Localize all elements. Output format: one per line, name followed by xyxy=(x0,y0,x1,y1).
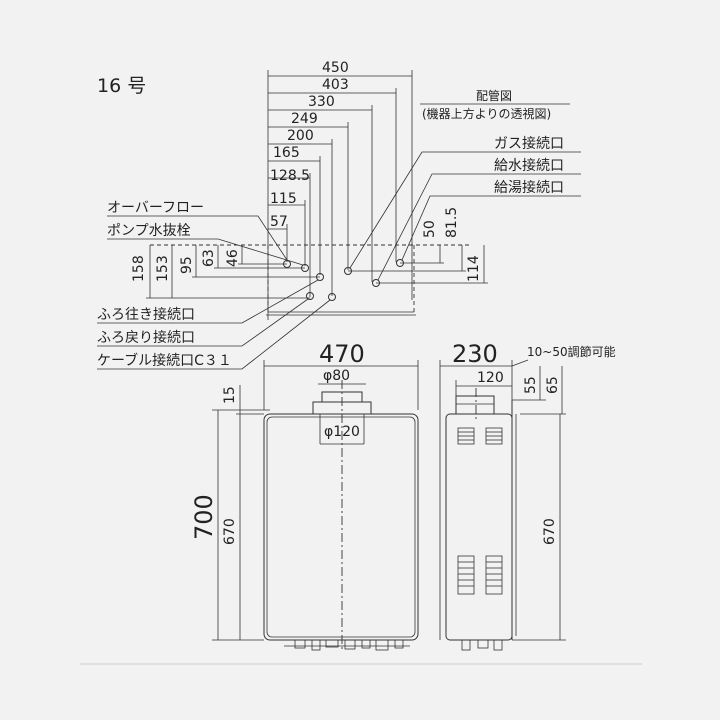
dim-114: 114 xyxy=(466,255,482,282)
bottom-fittings xyxy=(284,639,410,651)
right-labels: ガス接続口 給水接続口 給湯接続口 xyxy=(349,135,581,281)
dim-63: 63 xyxy=(201,249,217,267)
top-dimensions: 450 403 330 249 200 165 128.5 115 xyxy=(268,60,413,300)
front-height-value: 700 xyxy=(190,494,218,540)
dim-249: 249 xyxy=(291,111,318,127)
piping-subtitle: (機器上方よりの透視図) xyxy=(422,106,551,121)
dim-153: 153 xyxy=(155,255,171,282)
dim-81-5: 81.5 xyxy=(444,207,460,238)
side-view: 230 10~50調節可能 120 55 65 xyxy=(439,340,616,651)
side-d55-value: 55 xyxy=(523,376,539,394)
side-body xyxy=(445,413,513,641)
dim-128-5: 128.5 xyxy=(270,168,310,184)
duct-inner-value: φ80 xyxy=(323,368,350,384)
dim-95: 95 xyxy=(179,256,195,274)
side-vents xyxy=(457,427,503,595)
dim-50: 50 xyxy=(422,220,438,238)
right-dimensions: 50 81.5 114 xyxy=(348,207,488,284)
left-dimensions: 158 153 95 63 46 xyxy=(131,245,320,299)
adjust-note: 10~50調節可能 xyxy=(527,344,616,359)
label-cable: ケーブル接続口C３１ xyxy=(97,352,232,369)
dim-115: 115 xyxy=(270,191,297,207)
piping-diagram: 配管図 (機器上方よりの透視図) 450 403 330 249 200 165 xyxy=(97,60,581,370)
dim-200: 200 xyxy=(287,128,314,144)
dim-330: 330 xyxy=(308,94,335,110)
bath-return-port xyxy=(306,292,314,300)
label-bath-return: ふろ戻り接続口 xyxy=(97,329,195,346)
label-gas: ガス接続口 xyxy=(494,135,564,152)
front-view: 470 φ80 φ120 xyxy=(190,340,419,651)
dim-57: 57 xyxy=(270,214,288,230)
piping-title: 配管図 xyxy=(476,88,512,103)
side-depth-value: 230 xyxy=(452,340,498,368)
dim-158: 158 xyxy=(131,255,147,282)
label-hot-out: 給湯接続口 xyxy=(494,179,564,196)
cable-port xyxy=(328,293,336,301)
front-inner-height-value: 670 xyxy=(222,518,238,545)
label-pump-drain: ポンプ水抜栓 xyxy=(107,223,191,239)
label-water-in: 給水接続口 xyxy=(494,157,564,174)
side-d65-value: 65 xyxy=(545,376,561,394)
front-body xyxy=(263,413,419,641)
front-width-value: 470 xyxy=(319,340,365,368)
label-bath-out: ふろ往き接続口 xyxy=(97,306,195,323)
dim-450: 450 xyxy=(322,60,349,76)
label-overflow: オーバーフロー xyxy=(107,200,204,216)
front-top-offset-value: 15 xyxy=(222,386,238,404)
dim-403: 403 xyxy=(322,77,349,93)
dim-165: 165 xyxy=(273,145,300,161)
left-labels: オーバーフロー ポンプ水抜栓 ふろ往き接続口 ふろ戻り接続口 ケーブル接続口C３… xyxy=(97,200,331,370)
side-inner-height-value: 670 xyxy=(542,518,558,545)
dim-46: 46 xyxy=(225,249,241,267)
model-number: 16 号 xyxy=(97,75,146,97)
side-duct-offset-value: 120 xyxy=(477,370,504,386)
